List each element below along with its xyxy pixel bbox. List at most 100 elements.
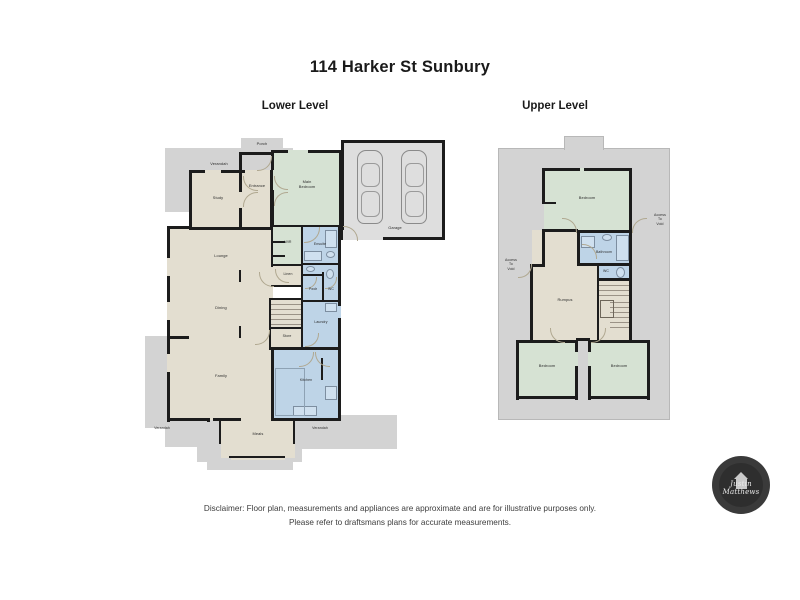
wall-meals-bottom — [229, 456, 285, 458]
disclaimer-line-2: Please refer to draftsmans plans for acc… — [288, 518, 512, 527]
wall-kitchen-right — [338, 348, 341, 420]
lower-level-heading: Lower Level — [261, 100, 329, 112]
wall-rumpus-step — [530, 264, 545, 267]
wall-ensuite-right — [338, 225, 341, 267]
wall-upper-bed-left-a — [542, 168, 545, 204]
wall-study-left — [189, 170, 192, 230]
wall-entrance-right — [270, 170, 273, 228]
wall-meals-top-left — [213, 418, 241, 421]
wall-wir-shelf — [271, 241, 285, 243]
car-right — [401, 150, 427, 224]
upper-bed-window — [580, 168, 584, 171]
wall-stair-top — [269, 298, 303, 300]
laundry-window — [338, 306, 341, 318]
wall-pwdr-left — [301, 264, 303, 302]
wall-mb-right — [339, 150, 342, 225]
wall-bathroom-top — [577, 230, 632, 233]
wall-stair-left — [269, 298, 271, 350]
ensuite-basin — [326, 251, 335, 258]
photographer-logo: Justin Matthews — [712, 456, 770, 514]
door-main-bedroom-2 — [274, 192, 288, 206]
wall-hall-right-a — [271, 227, 273, 267]
wall-wir-shelf-2 — [271, 255, 285, 257]
wall-laundry-bottom — [271, 347, 341, 350]
wall-wir-top — [271, 225, 341, 227]
logo-wordmark: Justin Matthews — [722, 480, 760, 496]
wall-garage-bottom — [341, 237, 445, 240]
wall-bathroom-bottom — [577, 263, 632, 266]
bed-right-window — [588, 352, 591, 366]
wall-bed-left-bottom — [516, 396, 578, 399]
mb-window-top — [288, 150, 308, 153]
kitchen-sink-bench — [293, 406, 317, 416]
wall-bed-right-right — [647, 340, 650, 400]
lounge-window-2 — [167, 302, 170, 320]
wall-pwdr-bottom — [301, 300, 341, 302]
wall-wc-left — [322, 272, 324, 302]
wall-study-bottom — [189, 227, 273, 230]
kitchen-island — [275, 368, 305, 416]
wall-garage-top — [341, 140, 445, 143]
family-room — [169, 336, 273, 420]
upper-site-bump — [564, 136, 604, 150]
disclaimer-line-1: Disclaimer: Floor plan, measurements and… — [203, 504, 597, 513]
upper-shower — [616, 235, 629, 261]
house-body-icon — [736, 478, 747, 489]
wall-upper-bed-top — [542, 168, 632, 171]
ensuite-shower — [325, 230, 337, 248]
wall-rumpus-left-a — [542, 229, 545, 267]
wall-family-left — [167, 334, 170, 422]
ensuite-bath — [304, 251, 322, 261]
wall-upper-bed-bottom — [542, 229, 578, 232]
wall-between-beds — [576, 338, 590, 341]
wall-kitchen-left — [271, 348, 274, 420]
door-entrance-study-2 — [243, 192, 258, 207]
upper-wc-pan — [616, 267, 625, 278]
garage-door-opening — [343, 230, 383, 240]
upper-main-bedroom-room — [544, 170, 630, 232]
wall-meals-right — [293, 418, 295, 444]
upper-level-heading: Upper Level — [522, 100, 588, 112]
page-title: 114 Harker St Sunbury — [309, 58, 491, 76]
wall-porch-top — [239, 152, 273, 155]
wall-bed-right-bottom — [588, 396, 650, 399]
kitchen-cooktop — [325, 386, 337, 400]
wall-wir-bottom — [271, 264, 303, 266]
pwdr-basin — [306, 266, 315, 272]
wall-entrance-left-b — [239, 208, 242, 230]
meals-room-bay — [231, 442, 285, 460]
wall-garage-left — [341, 140, 344, 240]
wall-kitchen-pantry — [321, 358, 323, 380]
wall-stair-upper-right — [629, 278, 632, 342]
laundry-trough — [325, 303, 337, 312]
lounge-room — [169, 228, 273, 336]
wall-wc-right — [338, 264, 341, 302]
wir-room — [273, 225, 303, 265]
wall-bed-left-right — [575, 342, 578, 400]
wall-upper-robe — [542, 202, 556, 204]
wall-family-bottom — [167, 418, 209, 421]
wall-linen-bottom — [271, 285, 303, 287]
wall-bed-left-top — [516, 340, 578, 343]
wall-dining-family-nib — [239, 326, 241, 338]
wall-family-top-left — [167, 336, 189, 339]
wall-ensuite-bottom — [301, 263, 341, 265]
wall-lounge-dining-nib — [239, 270, 241, 282]
study-room — [191, 172, 244, 230]
house-roof-icon — [734, 472, 748, 479]
wall-upper-bed-right — [629, 168, 632, 232]
bed-left-window — [575, 352, 578, 366]
wall-rumpus-left-b — [530, 264, 533, 342]
wall-lounge-left — [167, 226, 170, 338]
wall-laundry-left — [301, 301, 303, 349]
bedroom-right-room — [590, 342, 648, 398]
wall-laundry-right — [338, 301, 341, 349]
door-access-void-right — [632, 218, 647, 233]
store-room — [269, 329, 303, 349]
wall-bathroom-left — [577, 230, 580, 266]
upper-level-floorplan: Bedroom Bathroom WC Rumpus Bedroom Bedro… — [490, 130, 690, 435]
wall-garage-right — [442, 140, 445, 240]
wall-bed-left-left — [516, 340, 519, 400]
wall-bed-right-top — [588, 340, 650, 343]
